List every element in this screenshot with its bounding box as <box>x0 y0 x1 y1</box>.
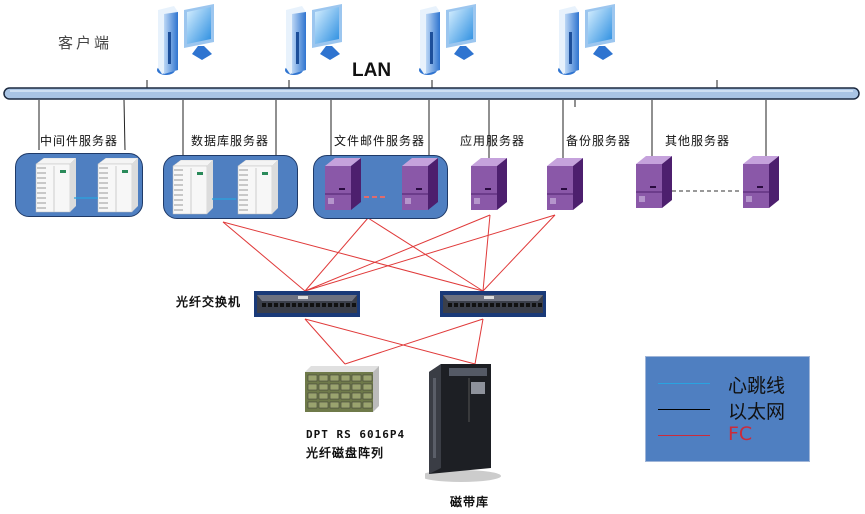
lan-bus <box>3 87 860 100</box>
label-middleware-servers: 中间件服务器 <box>40 134 119 148</box>
white-tower-server-icon <box>171 159 215 216</box>
white-tower-server-icon <box>236 159 280 216</box>
white-tower-server-icon <box>96 157 140 214</box>
legend-text-heartbeat: 心跳线 <box>728 375 786 397</box>
heartbeat-link <box>74 185 98 199</box>
client-computer-icon <box>555 4 617 76</box>
legend-line-heartbeat <box>658 383 710 384</box>
client-computer-icon <box>282 4 344 76</box>
legend-text-fc: FC <box>728 423 753 445</box>
legend: 心跳线 以太网 FC <box>645 356 810 462</box>
white-tower-server-icon <box>34 157 78 214</box>
disk-array-icon <box>303 366 381 414</box>
legend-line-fc <box>658 435 710 436</box>
fibre-switch-2-icon <box>440 291 547 318</box>
tape-library-label: 磁带库 <box>450 495 490 509</box>
purple-tower-server-icon <box>545 158 585 212</box>
dashed-link <box>672 178 740 192</box>
client-label: 客户端 <box>58 34 113 52</box>
disk-array-label-model: DPT RS 6016P4 <box>306 428 406 441</box>
purple-tower-server-icon <box>741 156 781 210</box>
disk-array-label-name: 光纤磁盘阵列 <box>306 446 385 460</box>
legend-text-ethernet: 以太网 <box>728 401 786 423</box>
legend-item-fc: FC <box>646 423 809 447</box>
tape-library-icon <box>421 364 505 484</box>
label-database-servers: 数据库服务器 <box>191 134 270 148</box>
client-computer-icon <box>416 4 478 76</box>
ethernet-drops <box>38 99 767 160</box>
dotted-link <box>364 184 390 198</box>
switch-label: 光纤交换机 <box>176 295 242 309</box>
lan-label: LAN <box>352 60 392 81</box>
label-other-servers: 其他服务器 <box>665 134 731 148</box>
purple-tower-server-icon <box>323 158 363 212</box>
label-app-servers: 应用服务器 <box>460 134 526 148</box>
purple-tower-server-icon <box>469 158 509 212</box>
legend-line-ethernet <box>658 409 710 410</box>
legend-item-ethernet: 以太网 <box>646 397 809 423</box>
legend-item-heartbeat: 心跳线 <box>646 371 809 397</box>
client-computer-icon <box>154 4 216 76</box>
heartbeat-link <box>212 186 236 200</box>
fc-lines <box>222 214 556 365</box>
fibre-switch-1-icon <box>254 291 361 318</box>
label-file-mail-servers: 文件邮件服务器 <box>334 134 426 148</box>
label-backup-servers: 备份服务器 <box>566 134 632 148</box>
purple-tower-server-icon <box>634 156 674 210</box>
purple-tower-server-icon <box>400 158 440 212</box>
